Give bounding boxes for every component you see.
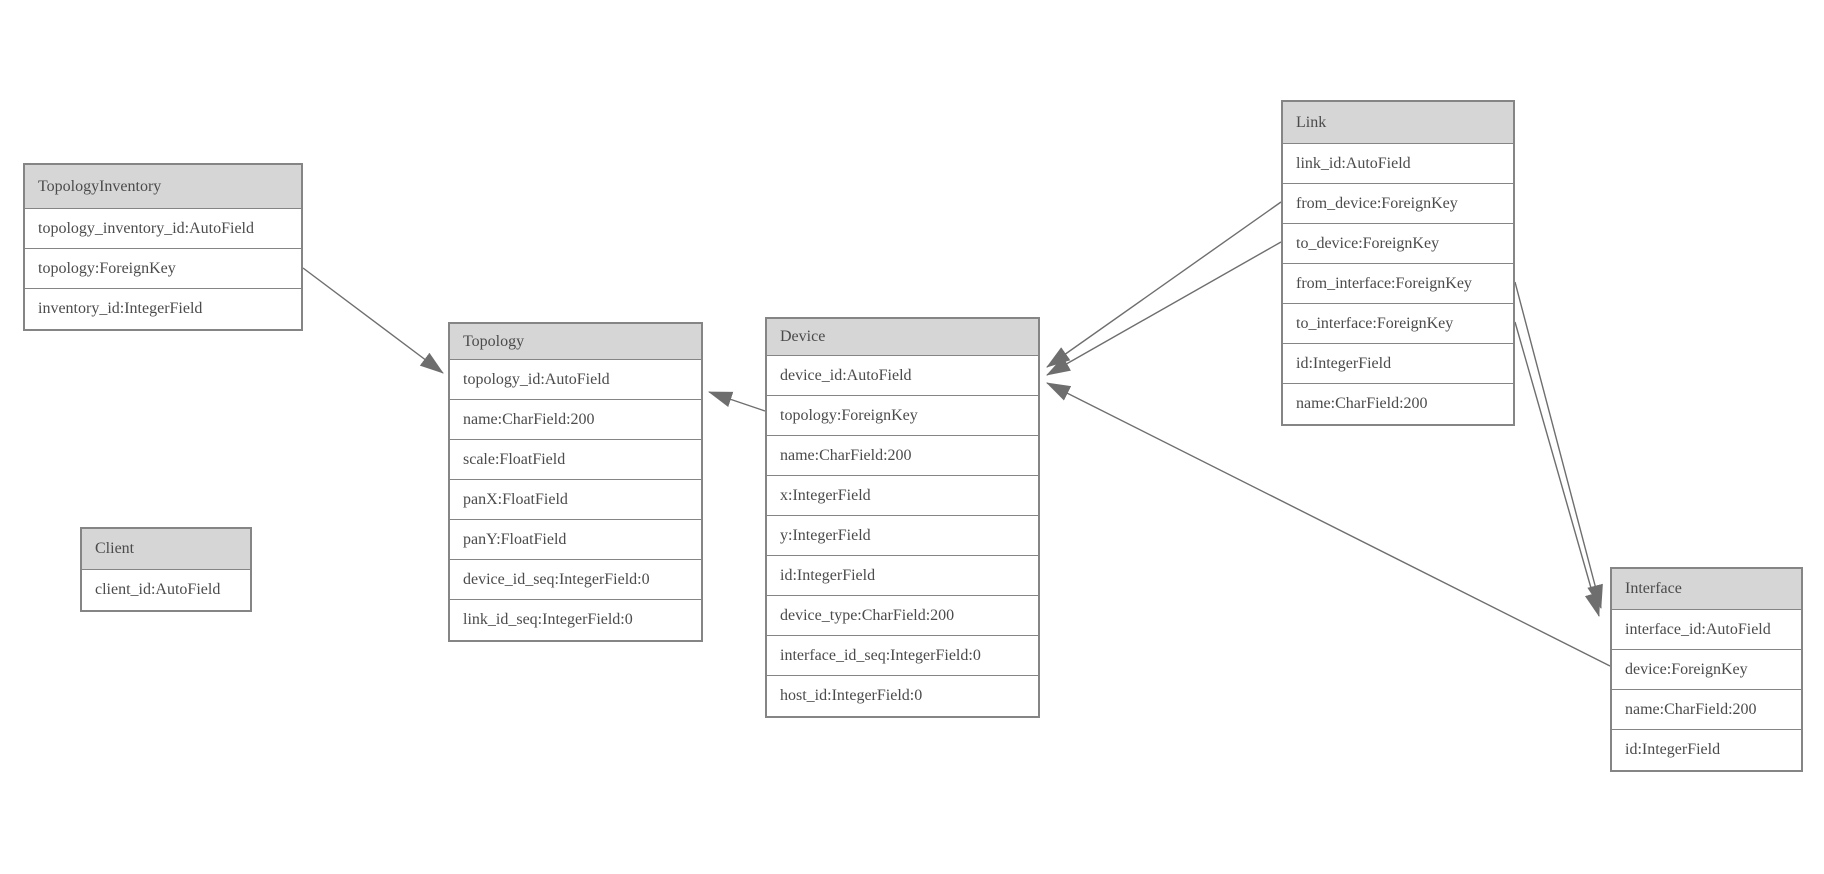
relation-link-from-device	[1046, 201, 1282, 368]
table-device-field-0: device_id:AutoField	[767, 356, 1038, 396]
table-interface-field-1: device:ForeignKey	[1612, 650, 1801, 690]
relation-device-topology	[708, 391, 766, 412]
table-topology-inventory-field-2: inventory_id:IntegerField	[38, 300, 203, 317]
table-topology-field-1: name:CharField:200	[450, 400, 701, 440]
table-client-field-0: client_id:AutoField	[95, 581, 221, 598]
table-link-field-2: to_device:ForeignKey	[1283, 224, 1513, 264]
table-link-title: Link	[1283, 102, 1513, 144]
table-device-field-5: id:IntegerField	[767, 556, 1038, 596]
table-link-field-6: name:CharField:200	[1296, 395, 1428, 412]
relation-topologyinventory-topology	[302, 267, 444, 374]
table-topology-field-6: link_id_seq:IntegerField:0	[463, 611, 633, 628]
table-interface-title: Interface	[1612, 569, 1801, 610]
table-interface-field-0: interface_id:AutoField	[1612, 610, 1801, 650]
table-interface-field-3: id:IntegerField	[1625, 741, 1721, 758]
relation-link-to-interface	[1514, 321, 1601, 617]
table-topology-inventory-field-0: topology_inventory_id:AutoField	[25, 209, 301, 249]
table-topology-field-5: device_id_seq:IntegerField:0	[450, 560, 701, 600]
table-interface-field-2: name:CharField:200	[1612, 690, 1801, 730]
table-topology-field-2: scale:FloatField	[450, 440, 701, 480]
table-link-field-1: from_device:ForeignKey	[1283, 184, 1513, 224]
table-topology-field-0: topology_id:AutoField	[450, 360, 701, 400]
table-device-title: Device	[767, 319, 1038, 356]
table-topology-title: Topology	[450, 324, 701, 360]
table-topology-inventory-title: TopologyInventory	[25, 165, 301, 209]
table-device-field-1: topology:ForeignKey	[767, 396, 1038, 436]
table-link-field-5: id:IntegerField	[1283, 344, 1513, 384]
table-client: Client client_id:AutoField	[80, 527, 252, 612]
table-client-title: Client	[82, 529, 250, 570]
relation-link-from-interface	[1514, 281, 1603, 609]
table-device-field-3: x:IntegerField	[767, 476, 1038, 516]
table-device-field-2: name:CharField:200	[767, 436, 1038, 476]
table-device-field-6: device_type:CharField:200	[767, 596, 1038, 636]
table-link-field-4: to_interface:ForeignKey	[1283, 304, 1513, 344]
table-topology-field-4: panY:FloatField	[450, 520, 701, 560]
table-link-field-3: from_interface:ForeignKey	[1283, 264, 1513, 304]
relation-interface-device	[1046, 382, 1611, 667]
table-topology-field-3: panX:FloatField	[450, 480, 701, 520]
table-device-field-4: y:IntegerField	[767, 516, 1038, 556]
table-device-field-7: interface_id_seq:IntegerField:0	[767, 636, 1038, 676]
table-link-field-0: link_id:AutoField	[1283, 144, 1513, 184]
table-device-field-8: host_id:IntegerField:0	[780, 687, 923, 704]
table-topology-inventory-field-1: topology:ForeignKey	[25, 249, 301, 289]
relation-link-to-device	[1046, 241, 1282, 376]
